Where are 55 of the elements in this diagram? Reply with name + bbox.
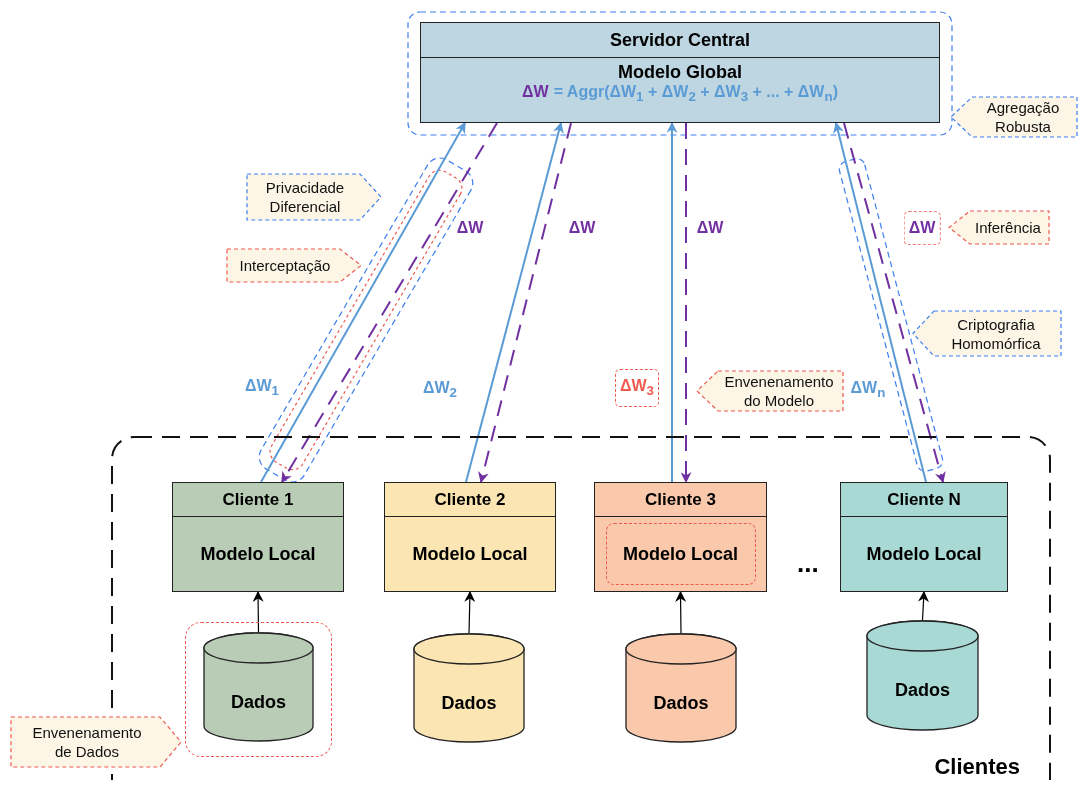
- database-cylinder: [866, 620, 979, 731]
- callout-text: Envenenamento de Dados: [31, 723, 143, 761]
- database-cylinder: [203, 632, 314, 742]
- client-title: Cliente 1: [222, 489, 294, 510]
- callout-box: [226, 248, 362, 283]
- node-label: Dados: [231, 691, 286, 713]
- formula-text: = Aggr(ΔW$_{1}$ + ΔW$_{2}$ + ΔW$_{3}$ + ... + ΔW$_{n}$): [553, 83, 838, 105]
- callout-text: Privacidade Diferencial: [264, 178, 346, 216]
- callout-box: [948, 210, 1050, 245]
- client-box: [840, 482, 1008, 592]
- callout-text: Inferência: [975, 218, 1041, 237]
- model-label: Modelo Local: [866, 543, 982, 565]
- callout-text: Interceptação: [239, 256, 331, 275]
- server-box: [420, 22, 940, 123]
- callout-box: [696, 370, 844, 412]
- database-cylinder: [625, 633, 737, 743]
- client-box: [384, 482, 556, 592]
- arrow: [478, 122, 572, 484]
- node-label: Dados: [441, 692, 497, 714]
- callout-box: [950, 96, 1078, 138]
- arrow: [252, 590, 264, 633]
- arrow: [843, 122, 946, 484]
- model-heading: Modelo Global: [618, 61, 742, 83]
- arrow: [465, 121, 564, 483]
- callout-text: Criptografia Homomórfica: [950, 314, 1042, 353]
- arrow: [680, 122, 692, 484]
- arrow: [675, 590, 687, 634]
- group-title: Clientes: [934, 754, 1020, 780]
- client-box: [594, 482, 767, 592]
- client-title: Cliente 2: [434, 489, 506, 510]
- node-label: Dados: [653, 692, 709, 714]
- edge-label: ΔW: [903, 211, 941, 245]
- ellipsis-text: ...: [797, 548, 819, 579]
- callout-text: Envenenamento do Modelo: [723, 372, 835, 410]
- arrow: [260, 122, 466, 483]
- arrow: [464, 590, 476, 634]
- server-title: Servidor Central: [609, 29, 750, 51]
- callout-box: [10, 716, 182, 768]
- delta-symbol-text: ΔW: [522, 83, 549, 102]
- arrow: [281, 122, 498, 483]
- callout-box: [912, 310, 1062, 357]
- model-label: Modelo Local: [200, 543, 316, 565]
- database-cylinder: [413, 633, 525, 743]
- arrow: [918, 590, 929, 621]
- model-label: Modelo Local: [623, 543, 738, 565]
- client-title: Cliente 3: [645, 489, 716, 510]
- arrow: [666, 121, 678, 483]
- callout-box: [246, 173, 382, 221]
- edge-label: ΔW$_{3}$: [615, 369, 659, 407]
- callout-text: Agregação Robusta: [985, 98, 1061, 136]
- arrow: [833, 121, 927, 483]
- model-label: Modelo Local: [412, 543, 528, 565]
- node-label: Dados: [895, 680, 950, 701]
- client-title: Cliente N: [887, 489, 961, 510]
- client-box: [172, 482, 344, 592]
